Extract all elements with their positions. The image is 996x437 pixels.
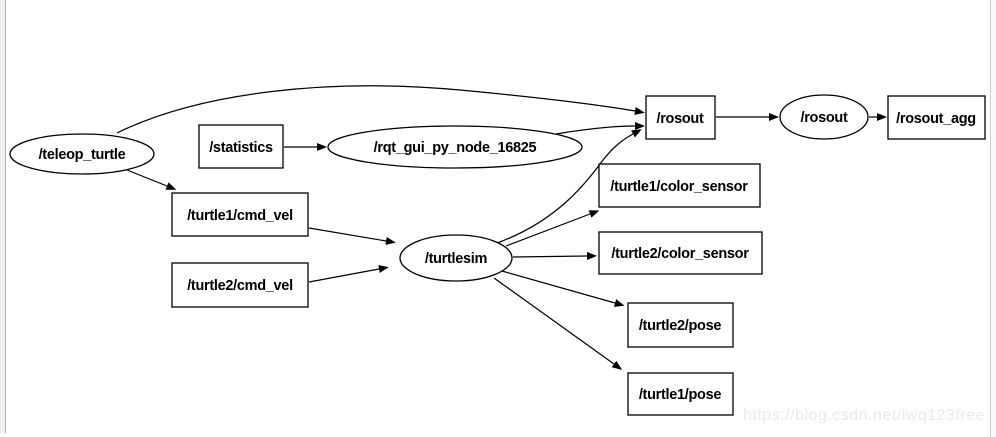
node-turtle1-pose-shape bbox=[627, 372, 734, 416]
node-turtle2-pose-label: /turtle2/pose bbox=[639, 318, 722, 334]
node-turtle1-color-sensor-label: /turtle1/color_sensor bbox=[610, 179, 748, 195]
panel-right-strip bbox=[991, 0, 996, 437]
node-statistics: /statistics bbox=[198, 124, 284, 169]
node-turtle2-cmd-vel-shape bbox=[171, 262, 309, 308]
csdn-watermark: https://blog.csdn.net/lwq123free bbox=[743, 407, 985, 424]
node-turtle2-color-sensor-label: /turtle2/color_sensor bbox=[611, 246, 749, 262]
node-turtle1-color-sensor-shape bbox=[598, 163, 761, 208]
node-rqt-gui-py-node-label: /rqt_gui_py_node_16825 bbox=[374, 140, 537, 156]
edge-teleop-turtle-to-turtle1-cmd-vel bbox=[126, 169, 177, 190]
node-rosout-node-shape bbox=[779, 94, 869, 140]
node-teleop-turtle-shape bbox=[9, 133, 155, 175]
node-turtle2-color-sensor-shape bbox=[598, 231, 763, 275]
node-turtlesim-shape bbox=[399, 234, 513, 282]
node-turtle2-pose-shape bbox=[627, 302, 734, 348]
node-rqt-gui-py-node-shape bbox=[327, 125, 583, 169]
node-rosout-agg-shape bbox=[887, 95, 986, 140]
node-turtle1-pose-label: /turtle1/pose bbox=[639, 387, 722, 403]
edge-turtlesim-to-rosout-topic bbox=[496, 129, 642, 244]
node-rosout-topic-shape bbox=[645, 95, 716, 140]
node-rosout-node: /rosout bbox=[779, 94, 869, 140]
edge-turtlesim-to-turtle1-color-sensor bbox=[505, 210, 600, 247]
node-turtlesim: /turtlesim bbox=[399, 234, 513, 282]
edge-turtlesim-to-turtle2-color-sensor bbox=[512, 252, 597, 260]
node-rosout-node-label: /rosout bbox=[800, 110, 848, 126]
node-rqt-gui-py-node: /rqt_gui_py_node_16825 bbox=[327, 125, 583, 169]
node-statistics-label: /statistics bbox=[209, 140, 273, 156]
edge-turtle2-cmd-vel-to-turtlesim bbox=[308, 265, 389, 283]
edge-turtlesim-to-turtle2-pose bbox=[501, 270, 625, 307]
node-teleop-turtle-label: /teleop_turtle bbox=[39, 147, 126, 163]
panel-left-strip bbox=[0, 0, 6, 433]
node-turtle1-cmd-vel-shape bbox=[171, 192, 309, 237]
node-turtlesim-label: /turtlesim bbox=[425, 251, 487, 267]
node-turtle2-cmd-vel: /turtle2/cmd_vel bbox=[171, 262, 309, 308]
node-turtle2-pose: /turtle2/pose bbox=[627, 302, 734, 348]
edge-teleop-turtle-to-rosout-topic bbox=[116, 85, 645, 134]
node-rosout-agg-label: /rosout_agg bbox=[896, 111, 976, 127]
node-turtle1-cmd-vel: /turtle1/cmd_vel bbox=[171, 192, 309, 237]
node-rosout-topic-label: /rosout bbox=[656, 111, 704, 127]
edge-turtle1-cmd-vel-to-turtlesim bbox=[308, 227, 396, 245]
node-teleop-turtle: /teleop_turtle bbox=[9, 133, 155, 175]
node-statistics-shape bbox=[198, 124, 284, 169]
panel-right-border bbox=[990, 0, 991, 437]
node-rosout-topic: /rosout bbox=[645, 95, 716, 140]
edge-turtlesim-to-turtle1-pose bbox=[493, 277, 623, 370]
node-turtle1-color-sensor: /turtle1/color_sensor bbox=[598, 163, 761, 208]
node-rosout-agg: /rosout_agg bbox=[887, 95, 986, 140]
node-turtle1-cmd-vel-label: /turtle1/cmd_vel bbox=[187, 208, 293, 224]
node-turtle1-pose: /turtle1/pose bbox=[627, 372, 734, 416]
node-turtle2-color-sensor: /turtle2/color_sensor bbox=[598, 231, 763, 275]
edge-rqt-gui-py-node-to-rosout-topic bbox=[555, 122, 645, 135]
node-turtle2-cmd-vel-label: /turtle2/cmd_vel bbox=[187, 278, 293, 294]
